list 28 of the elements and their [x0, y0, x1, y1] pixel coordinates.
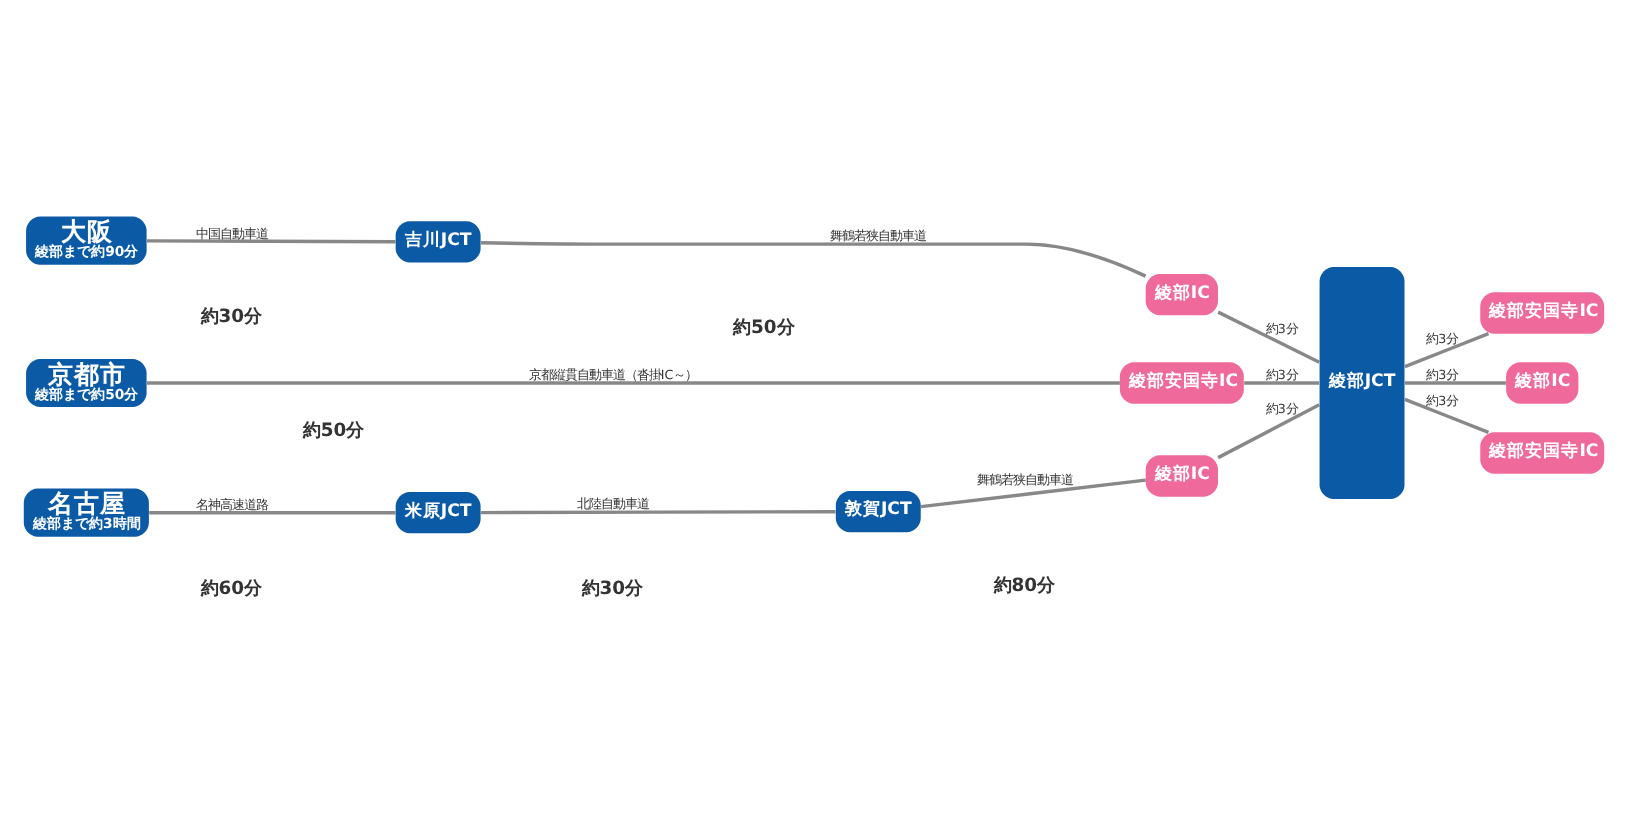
label: 約60分	[200, 576, 263, 599]
connector	[1217, 309, 1320, 363]
node-box: 綾部安国寺IC	[1480, 431, 1605, 473]
label: 約80分	[993, 573, 1056, 596]
node-box: 綾部安国寺IC	[1119, 361, 1244, 403]
connector	[1404, 380, 1506, 384]
connector	[146, 380, 1120, 384]
node-box: 綾部安国寺IC	[1480, 291, 1605, 333]
node-box: 綾部JCT	[1319, 266, 1405, 498]
connector	[149, 509, 396, 514]
connector	[1404, 331, 1490, 368]
node-box: 吉川JCT	[395, 220, 481, 262]
connector	[480, 240, 1147, 277]
node-box: 米原JCT	[395, 491, 481, 533]
node-box: 綾部IC	[1145, 454, 1218, 496]
label: 約30分	[581, 576, 644, 599]
node-box: 綾部IC	[1145, 273, 1218, 315]
node-box: 綾部IC	[1506, 361, 1579, 403]
connector	[146, 238, 396, 243]
label: 約30分	[200, 304, 263, 327]
connector	[920, 477, 1146, 508]
node-box: 敦賀JCT	[835, 489, 921, 532]
label: 約50分	[733, 316, 795, 339]
connector	[1217, 402, 1321, 459]
label: 約50分	[302, 418, 365, 441]
connector	[1244, 380, 1320, 384]
connector	[1404, 396, 1490, 433]
connector	[480, 508, 836, 514]
